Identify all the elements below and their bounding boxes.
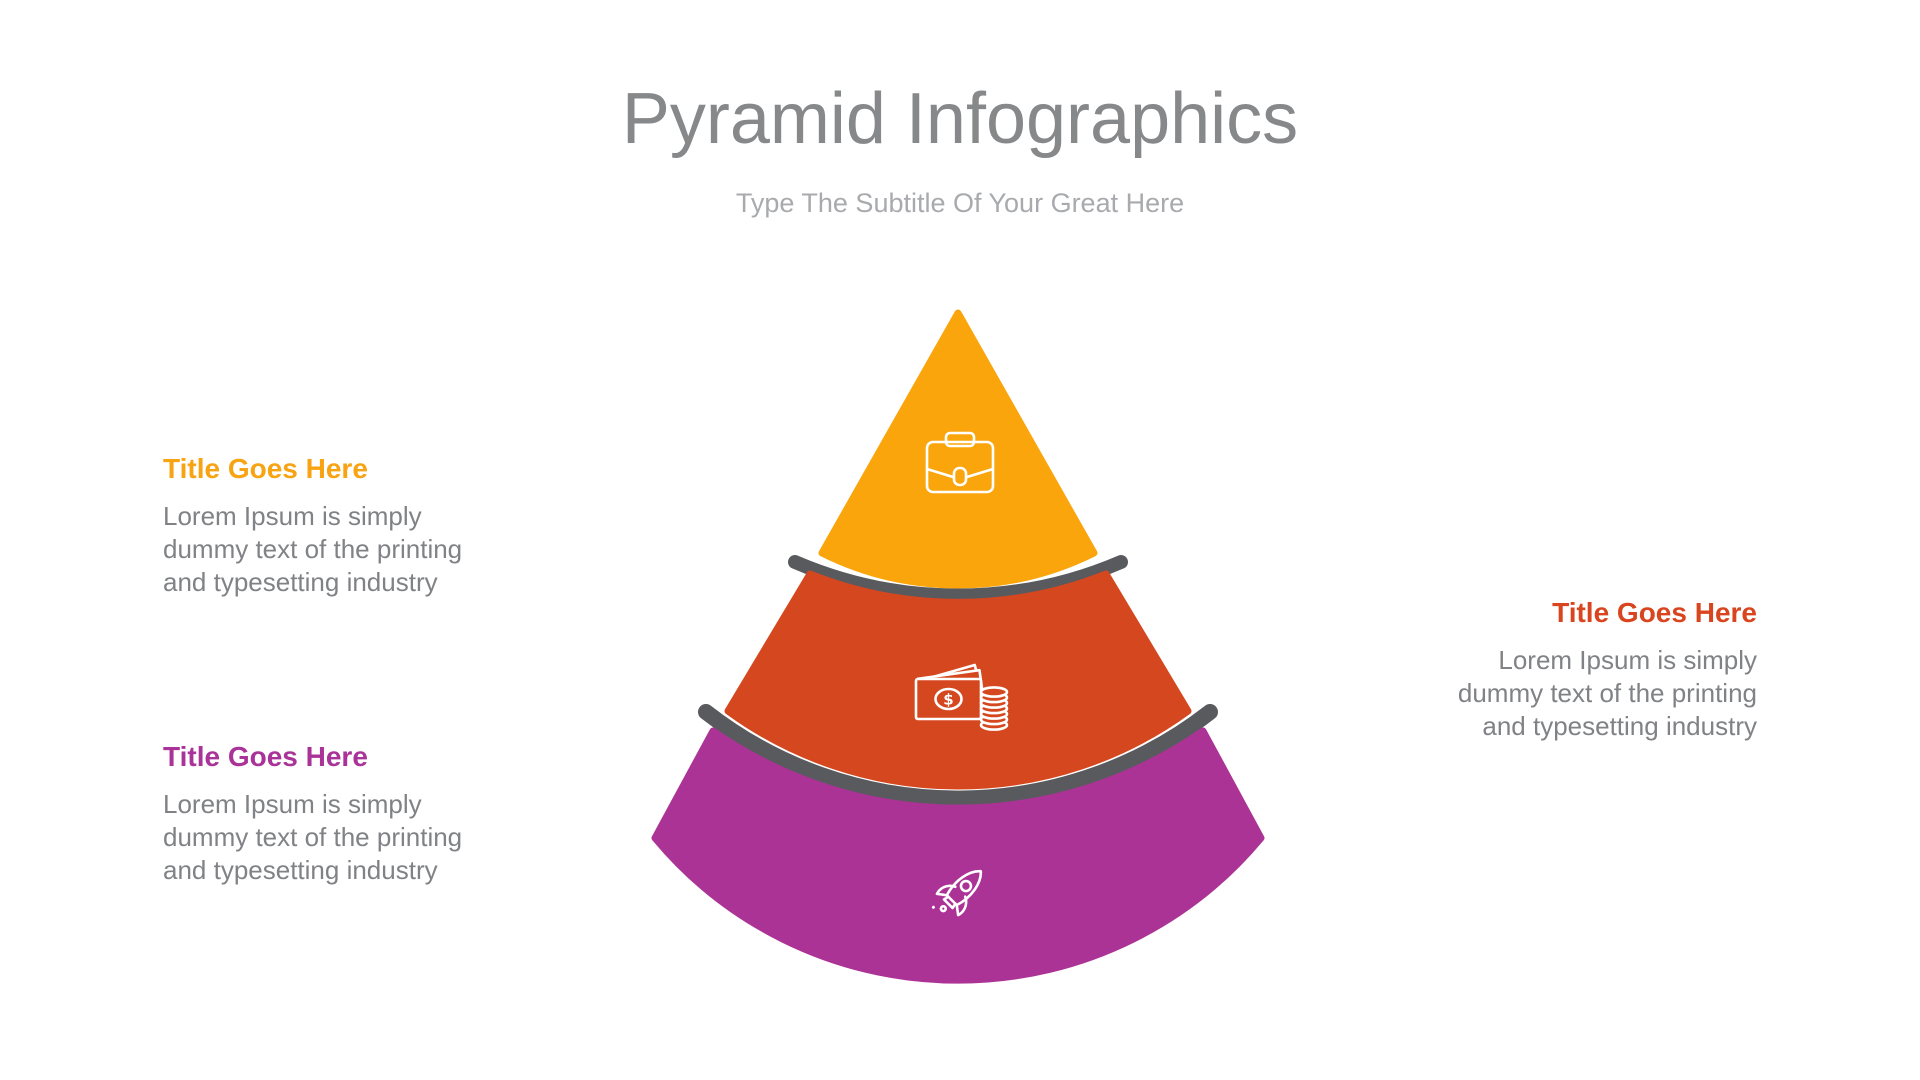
callout-body-line: Lorem Ipsum is simply xyxy=(163,501,422,531)
callout-title: Title Goes Here xyxy=(1552,597,1757,628)
callout-body-line: dummy text of the printing xyxy=(163,822,463,852)
callout-body-line: and typesetting industry xyxy=(163,567,438,597)
callout-middle-tier: Title Goes Here Lorem Ipsum is simply du… xyxy=(1423,596,1757,743)
dollar-sign: $ xyxy=(943,691,953,709)
callout-body-line: dummy text of the printing xyxy=(163,534,463,564)
tier-separator xyxy=(788,555,1128,603)
page-title: Pyramid Infographics xyxy=(621,79,1299,159)
briefcase-icon xyxy=(925,431,995,494)
rocket-icon xyxy=(931,869,983,917)
pyramid-graphic: $ xyxy=(651,309,1265,984)
callout-top-tier: Title Goes Here Lorem Ipsum is simply du… xyxy=(163,452,497,599)
page-subtitle: Type The Subtitle Of Your Great Here xyxy=(735,188,1185,218)
callout-bottom-tier: Title Goes Here Lorem Ipsum is simply du… xyxy=(163,740,497,887)
callout-body-line: dummy text of the printing xyxy=(1457,678,1757,708)
money-icon: $ xyxy=(914,663,1009,731)
callout-title: Title Goes Here xyxy=(163,453,368,484)
callout-body-line: Lorem Ipsum is simply xyxy=(1498,645,1757,675)
tier-separator xyxy=(698,704,1218,807)
pyramid-tier-top xyxy=(818,309,1098,589)
callout-body-line: and typesetting industry xyxy=(163,855,438,885)
callout-title: Title Goes Here xyxy=(163,741,368,772)
callout-body-line: and typesetting industry xyxy=(1482,711,1757,741)
pyramid-tier-bottom xyxy=(651,727,1265,984)
callout-body-line: Lorem Ipsum is simply xyxy=(163,789,422,819)
